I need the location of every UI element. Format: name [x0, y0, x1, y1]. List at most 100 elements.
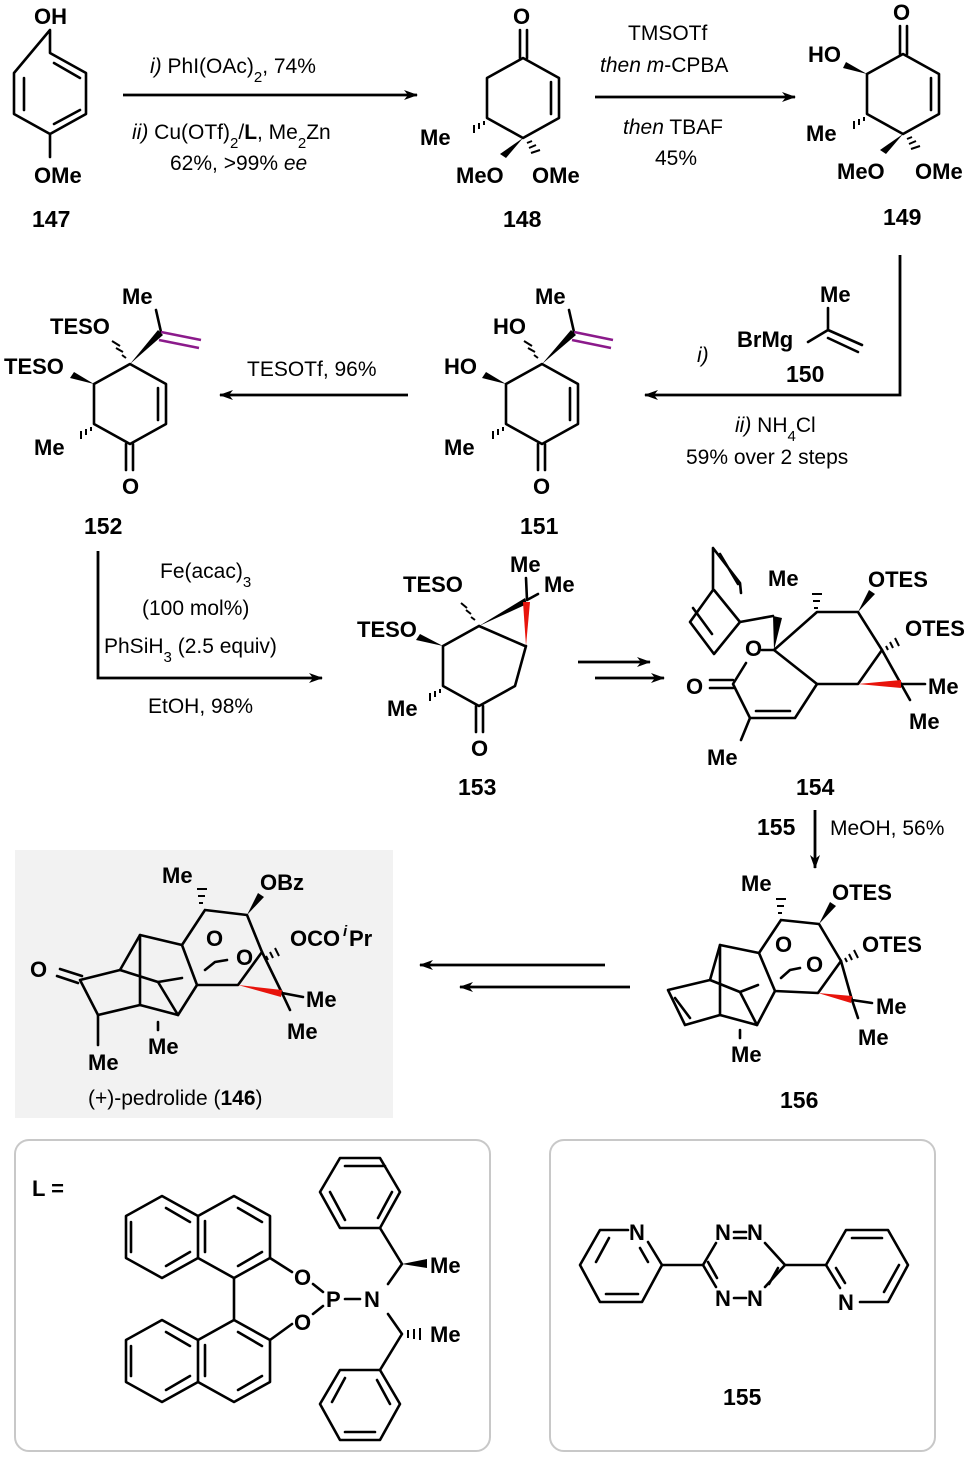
atom-label: Me: [768, 566, 799, 591]
atom-label: Me: [430, 1253, 461, 1278]
compound-label-151: 151: [520, 513, 559, 539]
atom-label: O: [686, 674, 703, 699]
step1-line1: i) PhI(OAc)2, 74%: [150, 55, 316, 86]
atom-label: OTES: [832, 880, 892, 905]
atom-label: O: [745, 636, 762, 661]
atom-label: Me: [820, 282, 851, 307]
compound-151: Me HO HO Me O 151: [444, 284, 614, 539]
atom-label: i: [343, 923, 348, 940]
compound-148: O Me MeO OMe 148: [420, 4, 580, 232]
atom-label: Me: [148, 1034, 179, 1059]
compound-label-149: 149: [883, 204, 921, 230]
compound-label-147: 147: [32, 206, 70, 232]
step2-line2: then m-CPBA: [600, 54, 728, 77]
atom-label: OBz: [260, 870, 304, 895]
atom-label: Me: [806, 121, 837, 146]
atom-label: OH: [34, 4, 67, 29]
step2-line1: TMSOTf: [628, 22, 707, 45]
atom-label: OTES: [905, 616, 965, 641]
compound-label-156: 156: [780, 1087, 818, 1113]
atom-label: Me: [876, 994, 907, 1019]
atom-label: Pr: [349, 926, 373, 951]
atom-label: OCO: [290, 926, 340, 951]
compound-156: Me OTES OTES Me Me O O Me 156: [666, 871, 922, 1113]
compound-label-152: 152: [84, 513, 122, 539]
atom-label: OMe: [34, 163, 82, 188]
compound-147: OH OMe 147: [12, 4, 88, 232]
atom-label: Me: [430, 1322, 461, 1347]
atom-label: O: [806, 952, 823, 977]
atom-label: O: [30, 957, 47, 982]
atom-label: Me: [34, 435, 65, 460]
atom-label: Me: [387, 696, 418, 721]
atom-label: Me: [510, 552, 541, 577]
atom-label: O: [471, 736, 488, 761]
atom-label: Me: [928, 674, 959, 699]
step1-line3: 62%, >99% ee: [170, 152, 307, 175]
atom-label: OTES: [862, 932, 922, 957]
atom-label: O: [893, 0, 910, 25]
compound-150: Me BrMg 150: [737, 282, 864, 387]
atom-label: Me: [535, 284, 566, 309]
compound-label-155: 155: [723, 1384, 762, 1410]
atom-label: N: [364, 1287, 380, 1312]
step5-line4: EtOH, 98%: [148, 695, 253, 718]
atom-label: BrMg: [737, 327, 793, 352]
atom-label: MeO: [837, 159, 885, 184]
atom-label: OTES: [868, 567, 928, 592]
ligand-inset-box: [14, 1139, 491, 1452]
step3-line2: ii) NH4Cl: [735, 414, 816, 445]
step2-line3: then TBAF: [623, 116, 723, 139]
ligand-label: L =: [32, 1176, 64, 1201]
compound-153: TESO Me Me TESO Me O 153: [357, 552, 575, 800]
atom-label: O: [775, 932, 792, 957]
atom-label: Me: [858, 1025, 889, 1050]
atom-label: OMe: [915, 159, 963, 184]
atom-label: N: [747, 1220, 763, 1245]
atom-label: N: [747, 1286, 763, 1311]
compound-label-150: 150: [786, 361, 824, 387]
step5-line2: (100 mol%): [142, 597, 249, 620]
atom-label: Me: [306, 987, 337, 1012]
compound-154: Me OTES OTES Me Me O O Me 154: [686, 546, 965, 800]
target-name: (+)-pedrolide (146): [88, 1087, 263, 1110]
atom-label: TESO: [357, 617, 417, 642]
atom-label: O: [122, 474, 139, 499]
step7-conditions: MeOH, 56%: [830, 817, 944, 840]
atom-label: O: [533, 474, 550, 499]
compound-152: Me TESO TESO Me O 152: [4, 284, 202, 539]
atom-label: Me: [544, 572, 575, 597]
atom-label: Me: [287, 1019, 318, 1044]
compound-149: O HO Me MeO OMe 149: [806, 0, 963, 230]
atom-label: O: [236, 945, 253, 970]
step4-line1: TESOTf, 96%: [247, 358, 377, 381]
atom-label: N: [629, 1220, 645, 1245]
atom-label: TESO: [4, 354, 64, 379]
compound-label-154: 154: [796, 774, 835, 800]
atom-label: HO: [493, 314, 526, 339]
atom-label: O: [206, 926, 223, 951]
atom-label: HO: [808, 42, 841, 67]
compound-label-148: 148: [503, 206, 542, 232]
atom-label: HO: [444, 354, 477, 379]
atom-label: Me: [122, 284, 153, 309]
atom-label: N: [715, 1220, 731, 1245]
atom-label: Me: [88, 1050, 119, 1075]
atom-label: Me: [731, 1042, 762, 1067]
step3-yield: 59% over 2 steps: [686, 446, 848, 469]
step7-reagent: 155: [757, 814, 796, 840]
atom-label: Me: [162, 863, 193, 888]
step3-i-label: i): [697, 344, 709, 367]
step5-line3: PhSiH3 (2.5 equiv): [104, 635, 277, 666]
atom-label: O: [513, 4, 530, 29]
reaction-arrow: [96, 551, 323, 683]
atom-label: O: [294, 1310, 311, 1335]
atom-label: OMe: [532, 163, 580, 188]
reaction-arrow: [644, 255, 902, 400]
atom-label: TESO: [50, 314, 110, 339]
atom-label: O: [294, 1265, 311, 1290]
step2-line4: 45%: [655, 147, 697, 170]
ligand-L: L = O O P N Me Me: [32, 1156, 461, 1442]
step1-line2: ii) Cu(OTf)2/L, Me2Zn: [132, 121, 331, 152]
